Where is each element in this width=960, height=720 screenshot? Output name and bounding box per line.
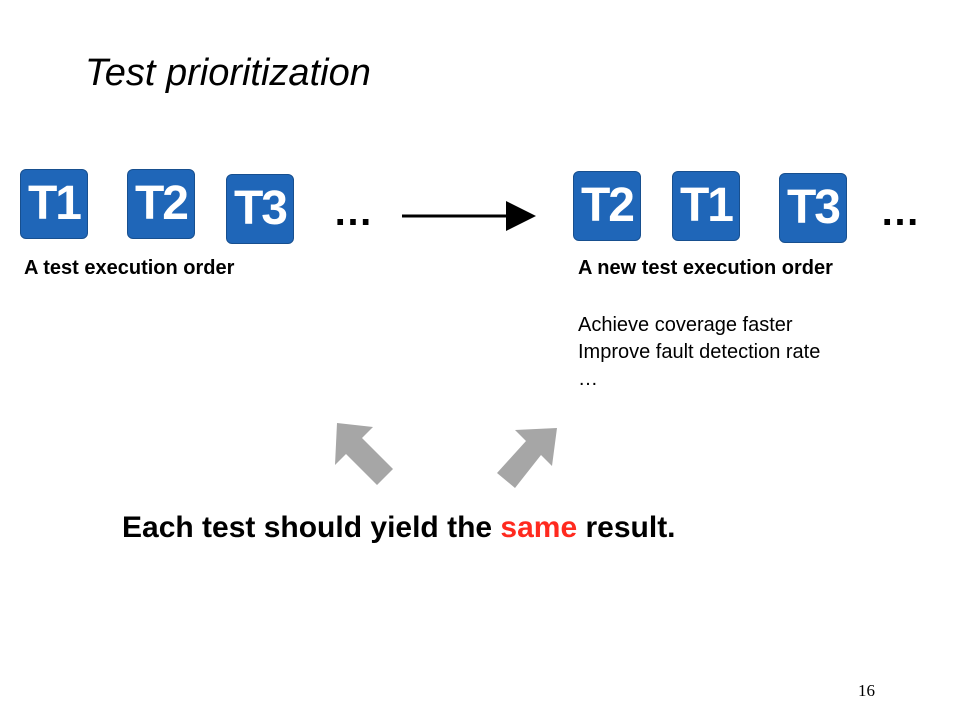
benefits-list: Achieve coverage faster Improve fault de…: [578, 312, 820, 393]
slide-title: Test prioritization: [85, 52, 371, 94]
test-tile-t2: T2: [127, 169, 195, 239]
up-right-arrow-icon: [497, 428, 557, 488]
test-tile-t1: T1: [20, 169, 88, 239]
test-tile-t2-new: T2: [573, 171, 641, 241]
page-number: 16: [858, 681, 875, 700]
statement-highlight: same: [500, 511, 578, 544]
new-order-ellipsis: …: [880, 190, 922, 234]
benefit-item: Improve fault detection rate: [578, 341, 821, 363]
key-statement: Each test should yield the same result.: [122, 511, 676, 545]
statement-text-after: result.: [577, 511, 676, 544]
statement-text-before: Each test should yield the: [122, 511, 501, 544]
new-order-caption: A new test execution order: [578, 257, 833, 279]
up-left-arrow-icon: [335, 423, 393, 485]
original-order-ellipsis: …: [333, 190, 375, 234]
test-tile-t1-new: T1: [672, 171, 740, 241]
test-tile-t3-new: T3: [779, 173, 847, 243]
benefit-item: …: [578, 368, 598, 390]
test-tile-t3: T3: [226, 174, 294, 244]
benefit-item: Achieve coverage faster: [578, 314, 793, 336]
original-order-caption: A test execution order: [24, 257, 235, 279]
